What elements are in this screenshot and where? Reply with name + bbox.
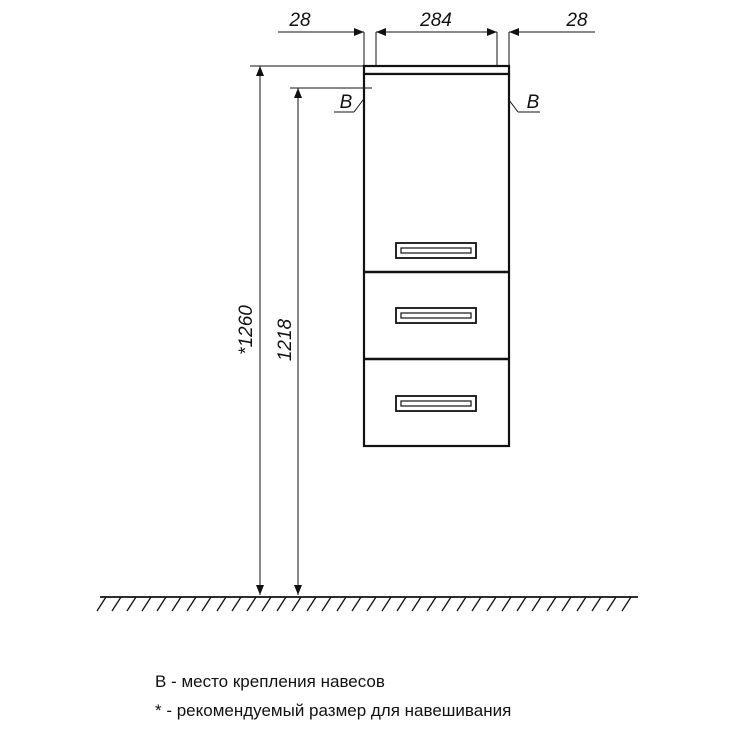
mount-label-right: B <box>527 92 540 113</box>
hatch-stroke <box>381 596 392 612</box>
hatch-stroke <box>141 596 152 612</box>
hatch-stroke <box>546 596 557 612</box>
hatch-stroke <box>111 596 122 612</box>
hatch-stroke <box>561 596 572 612</box>
hatch-stroke <box>576 596 587 612</box>
hatch-stroke <box>186 596 197 612</box>
hatch-stroke <box>126 596 137 612</box>
hatch-stroke <box>501 596 512 612</box>
hatch-stroke <box>621 596 632 612</box>
hatch-stroke <box>321 596 332 612</box>
hatch-stroke <box>426 596 437 612</box>
dim-label-right-offset: 28 <box>565 10 588 31</box>
hatch-stroke <box>336 596 347 612</box>
hatch-stroke <box>201 596 212 612</box>
hatch-stroke <box>531 596 542 612</box>
hatch-stroke <box>351 596 362 612</box>
hatch-stroke <box>291 596 302 612</box>
cabinet-body <box>362 72 511 448</box>
dim-label-width: 284 <box>419 10 452 31</box>
mount-height-dimension: 1218 <box>275 87 372 595</box>
hatch-stroke <box>96 596 107 612</box>
dim-label-total-height: *1260 <box>236 305 257 355</box>
legend-recommended-size: * - рекомендуемый размер для навешивания <box>155 701 512 720</box>
hatch-stroke <box>411 596 422 612</box>
hatch-stroke <box>246 596 257 612</box>
hatch-stroke <box>396 596 407 612</box>
hatch-stroke <box>171 596 182 612</box>
cabinet <box>362 72 511 448</box>
drawer-handle-lower <box>395 395 477 412</box>
hatch-stroke <box>276 596 287 612</box>
hatch-stroke <box>516 596 527 612</box>
floor <box>96 596 638 612</box>
hanging-rail <box>362 64 511 76</box>
hatch-stroke <box>261 596 272 612</box>
hatch-stroke <box>486 596 497 612</box>
drawer-handle-upper <box>395 307 477 324</box>
hatch-stroke <box>306 596 317 612</box>
hatch-stroke <box>231 596 242 612</box>
floor-hatching <box>96 596 632 612</box>
dim-label-left-offset: 28 <box>288 10 311 31</box>
hatch-stroke <box>366 596 377 612</box>
top-dimension-chain: 28 284 28 <box>278 10 595 68</box>
legend-mount-point: В - место крепления навесов <box>155 672 385 691</box>
dim-label-mount-height: 1218 <box>275 318 296 361</box>
hatch-stroke <box>606 596 617 612</box>
hatch-stroke <box>591 596 602 612</box>
door-handle <box>395 242 477 259</box>
hatch-stroke <box>471 596 482 612</box>
hatch-stroke <box>216 596 227 612</box>
mount-label-left: B <box>340 92 353 113</box>
hatch-stroke <box>441 596 452 612</box>
total-height-dimension: *1260 <box>236 65 364 595</box>
hatch-stroke <box>456 596 467 612</box>
hatch-stroke <box>156 596 167 612</box>
